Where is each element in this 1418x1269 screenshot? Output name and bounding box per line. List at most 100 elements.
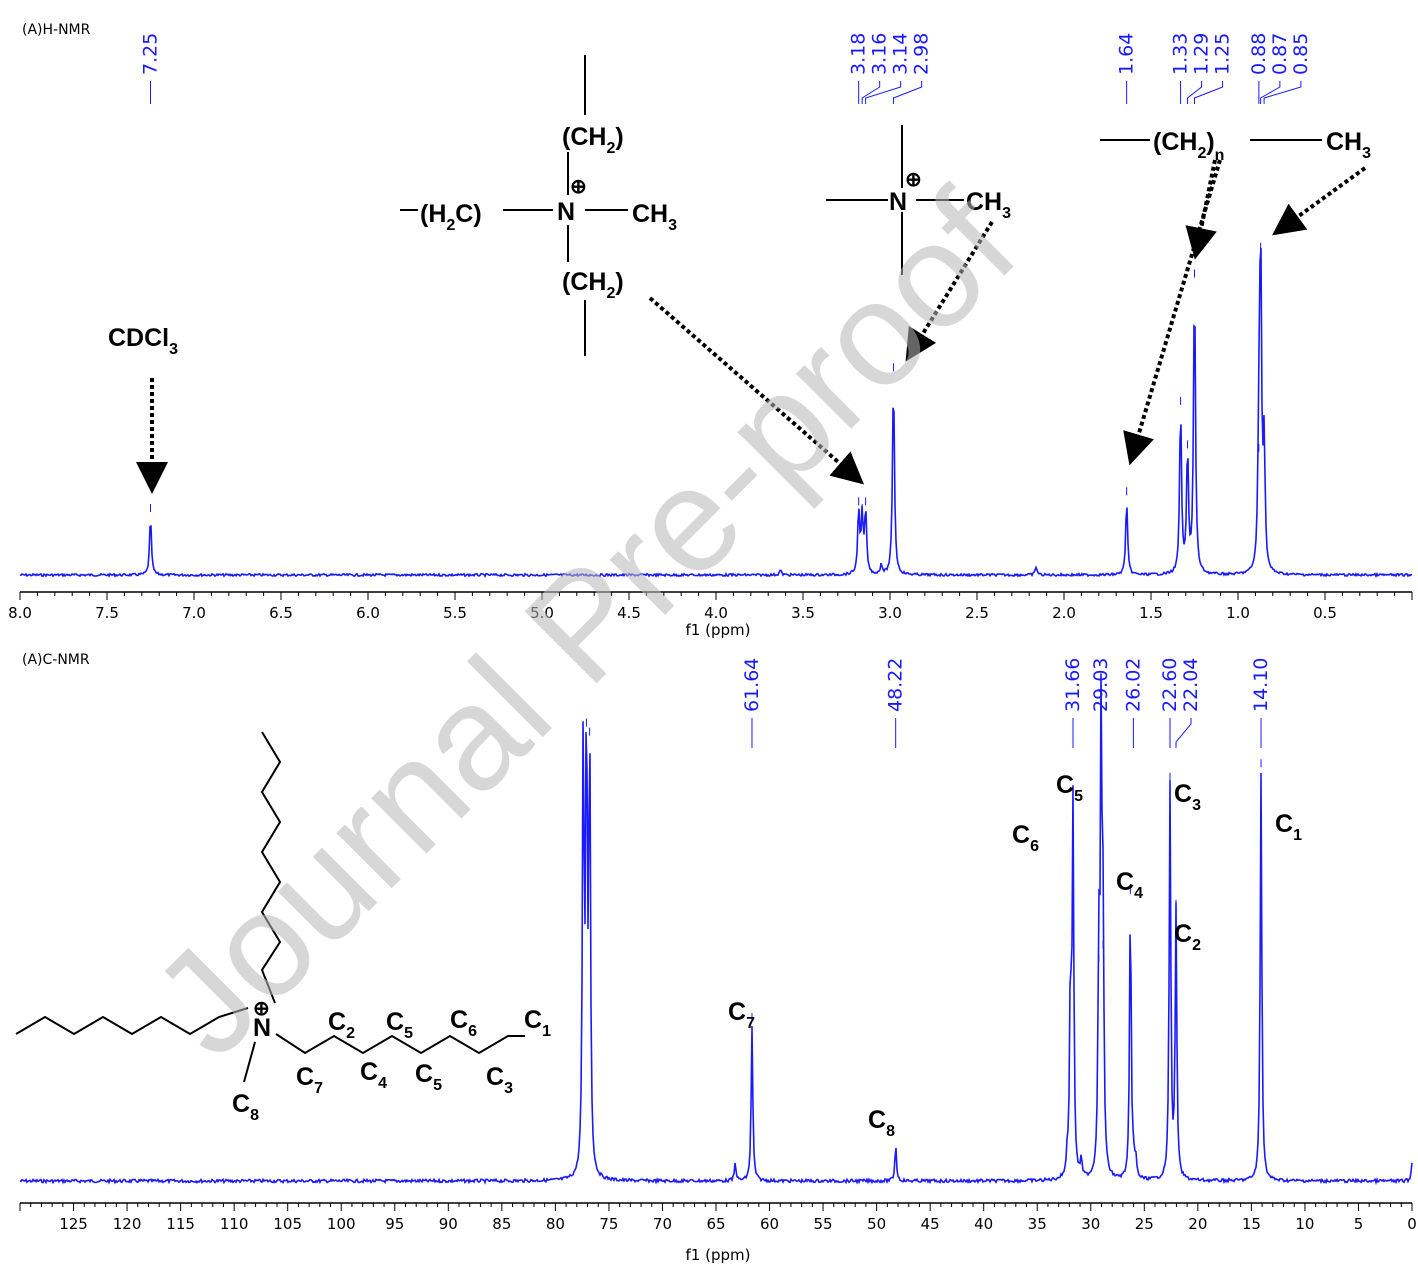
h-tick-label: 7.5 bbox=[95, 604, 119, 622]
svg-text:22.04: 22.04 bbox=[1180, 658, 1202, 712]
svg-text:3.18: 3.18 bbox=[848, 33, 870, 75]
c-nmr-panel-label: (A)C-NMR bbox=[22, 652, 90, 668]
h-peak-label: 1.29 bbox=[1187, 33, 1213, 104]
h-tick-label: 2.5 bbox=[965, 604, 989, 622]
svg-text:⊕: ⊕ bbox=[253, 998, 270, 1020]
svg-text:14.10: 14.10 bbox=[1250, 658, 1272, 712]
svg-text:26.02: 26.02 bbox=[1122, 658, 1144, 712]
svg-text:0.87: 0.87 bbox=[1269, 33, 1291, 75]
svg-text:C7: C7 bbox=[296, 1063, 323, 1097]
svg-text:N: N bbox=[889, 188, 907, 216]
svg-text:3.14: 3.14 bbox=[890, 33, 912, 75]
svg-text:29.03: 29.03 bbox=[1090, 658, 1112, 712]
c-spectrum-trace bbox=[19, 673, 1413, 1186]
c-tick-label: 35 bbox=[1028, 1215, 1047, 1233]
c-peak-label: 29.03 bbox=[1090, 658, 1112, 748]
svg-text:C3: C3 bbox=[486, 1063, 513, 1097]
svg-text:⊕: ⊕ bbox=[570, 176, 587, 198]
svg-text:0.88: 0.88 bbox=[1248, 33, 1270, 75]
c-tick-label: 25 bbox=[1135, 1215, 1154, 1233]
c-tick-label: 50 bbox=[867, 1215, 886, 1233]
c-tick-label: 15 bbox=[1242, 1215, 1261, 1233]
carbon-peak-labels: C7 C8 C6 C5 C4 C3 C2 C1 bbox=[728, 771, 1302, 1140]
svg-text:C4: C4 bbox=[360, 1058, 387, 1092]
svg-text:C1: C1 bbox=[524, 1006, 551, 1040]
h-peak-label: 3.16 bbox=[861, 33, 891, 104]
c-tick-label: 100 bbox=[327, 1215, 356, 1233]
svg-text:61.64: 61.64 bbox=[741, 658, 763, 712]
svg-text:2.98: 2.98 bbox=[911, 33, 933, 75]
c-tick-label: 90 bbox=[439, 1215, 458, 1233]
ammonium-structure-1: (CH2) (H2C) N ⊕ CH3 (CH2) bbox=[400, 55, 677, 356]
h-peak-label: 3.18 bbox=[848, 33, 870, 104]
c-tick-label: 65 bbox=[706, 1215, 725, 1233]
svg-text:(H2C): (H2C) bbox=[420, 200, 482, 234]
c-nmr-x-axis-label: f1 (ppm) bbox=[686, 1246, 751, 1264]
c-tick-label: 95 bbox=[385, 1215, 404, 1233]
svg-text:CH3: CH3 bbox=[1326, 128, 1371, 162]
c1-peak-label: C1 bbox=[1275, 810, 1302, 844]
c-tick-label: 20 bbox=[1188, 1215, 1207, 1233]
c-tick-label: 30 bbox=[1081, 1215, 1100, 1233]
h-tick-label: 4.5 bbox=[617, 604, 641, 622]
c-tick-label: 80 bbox=[546, 1215, 565, 1233]
c-peak-label: 31.66 bbox=[1062, 658, 1084, 748]
watermark: Journal Pre-proof bbox=[122, 161, 1048, 1087]
h-peak-label: 0.87 bbox=[1260, 33, 1291, 104]
c-peak-label: 48.22 bbox=[885, 658, 907, 748]
svg-text:N: N bbox=[557, 198, 575, 226]
h-peak-label: 1.33 bbox=[1170, 33, 1192, 104]
svg-text:(CH2): (CH2) bbox=[562, 268, 624, 302]
ch3-arrow bbox=[1272, 166, 1367, 236]
nch3-arrow bbox=[905, 220, 994, 362]
h-peak-label: 0.85 bbox=[1263, 33, 1312, 104]
svg-text:1.25: 1.25 bbox=[1212, 33, 1234, 75]
c4-peak-label: C4 bbox=[1116, 868, 1143, 902]
c-tick-label: 105 bbox=[273, 1215, 302, 1233]
h-tick-label: 3.5 bbox=[791, 604, 815, 622]
h-tick-label: 1.5 bbox=[1139, 604, 1163, 622]
h-tick-label: 8.0 bbox=[8, 604, 32, 622]
h-peak-label: 2.98 bbox=[892, 33, 933, 104]
c5-peak-label: C5 bbox=[1056, 771, 1083, 805]
c3-peak-label: C3 bbox=[1174, 780, 1201, 814]
h-peak-label: 7.25 bbox=[140, 33, 162, 104]
svg-text:C8: C8 bbox=[232, 1090, 259, 1124]
c-tick-label: 5 bbox=[1354, 1215, 1364, 1233]
c-tick-label: 10 bbox=[1295, 1215, 1314, 1233]
svg-text:N: N bbox=[253, 1014, 271, 1042]
c-peak-label: 61.64 bbox=[741, 658, 763, 748]
skeletal-structure: N ⊕ C2 C5 C6 C1 C7 C4 C5 C3 C8 bbox=[15, 731, 551, 1124]
h-tick-label: 5.5 bbox=[443, 604, 467, 622]
svg-text:1.29: 1.29 bbox=[1191, 33, 1213, 75]
h-peak-label: 1.64 bbox=[1116, 33, 1138, 104]
h-tick-label: 0.5 bbox=[1313, 604, 1337, 622]
c-peak-label: 22.04 bbox=[1175, 658, 1202, 748]
svg-text:C5: C5 bbox=[415, 1060, 442, 1094]
h-peak-label: 1.25 bbox=[1194, 33, 1234, 104]
h-tick-label: 5.0 bbox=[530, 604, 554, 622]
c-peak-label: 22.60 bbox=[1159, 658, 1181, 748]
c6-peak-label: C6 bbox=[1012, 821, 1039, 855]
svg-text:C2: C2 bbox=[328, 1008, 355, 1042]
svg-text:7.25: 7.25 bbox=[140, 33, 162, 75]
h-nmr-x-axis-label: f1 (ppm) bbox=[686, 621, 751, 639]
svg-text:C6: C6 bbox=[450, 1006, 477, 1040]
c-tick-label: 75 bbox=[599, 1215, 618, 1233]
svg-text:(CH2): (CH2) bbox=[562, 123, 624, 157]
svg-text:31.66: 31.66 bbox=[1062, 658, 1084, 712]
c8-peak-label: C8 bbox=[868, 1106, 895, 1140]
svg-text:0.85: 0.85 bbox=[1290, 33, 1312, 75]
h-tick-label: 2.0 bbox=[1052, 604, 1076, 622]
c-tick-label: 55 bbox=[814, 1215, 833, 1233]
h-tick-label: 6.5 bbox=[269, 604, 293, 622]
h-spectrum-trace bbox=[19, 248, 1413, 579]
ch2n-arrow bbox=[648, 296, 865, 485]
h-tick-label: 6.0 bbox=[356, 604, 380, 622]
ammonium-structure-2: N ⊕ CH3 bbox=[826, 125, 1011, 275]
